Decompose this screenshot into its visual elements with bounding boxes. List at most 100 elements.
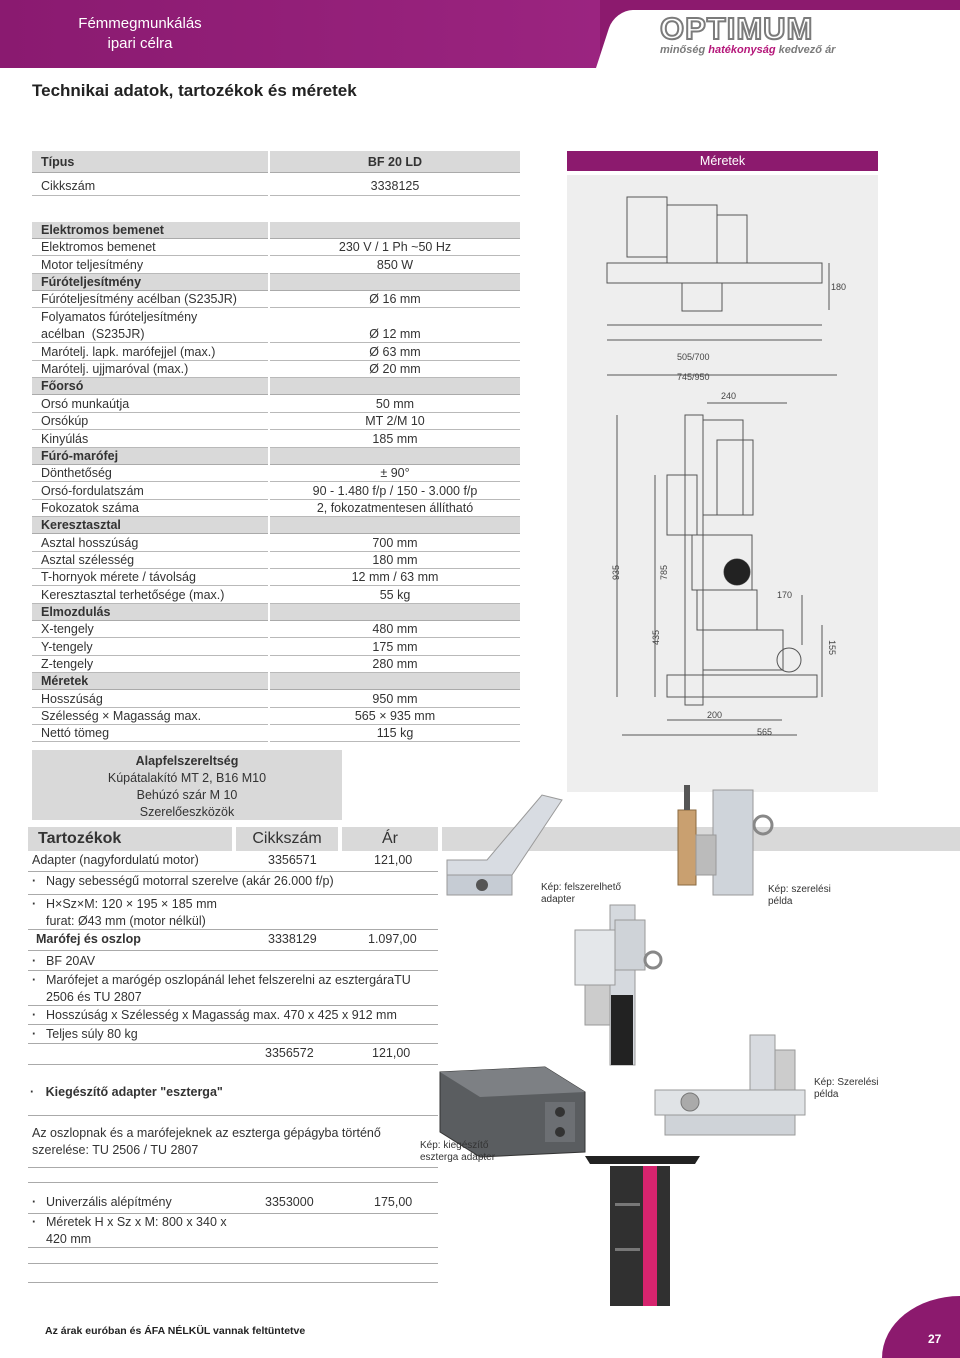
- lathe-price: 121,00: [372, 1046, 411, 1060]
- stand-price: 175,00: [374, 1195, 413, 1209]
- spec-row: Folyamatos fúróteljesítmény acélban (S23…: [32, 309, 520, 343]
- dim-240: 240: [721, 391, 736, 401]
- accessory-row-adapter: Adapter (nagyfordulatú motor) 3356571 12…: [28, 852, 438, 872]
- dim-745-950: 745/950: [677, 372, 710, 382]
- standard-equipment-title: Alapfelszereltség: [135, 754, 239, 768]
- dim-170: 170: [777, 590, 792, 600]
- accessory-row-lathe-price: 3356572 121,00: [28, 1045, 438, 1065]
- divider: [28, 1250, 438, 1264]
- dim-180: 180: [831, 282, 846, 292]
- lathe-example-image: [654, 1034, 806, 1136]
- spec-label: Folyamatos fúróteljesítmény acélban (S23…: [41, 309, 198, 341]
- page-title: Technikai adatok, tartozékok és méretek: [32, 81, 357, 100]
- accessories-col-price: Ár: [342, 827, 438, 851]
- spec-value: 700 mm: [268, 534, 520, 552]
- spec-section-header: Fúró-marófej: [32, 447, 520, 465]
- spec-label: X-tengely: [41, 622, 94, 637]
- spec-value: 115 kg: [268, 725, 520, 743]
- spec-label: Főorsó: [41, 379, 84, 394]
- spec-label: Hosszúság: [41, 691, 103, 706]
- spec-label: Fokozatok száma: [41, 500, 139, 515]
- spec-row: Fúróteljesítmény acélban (S235JR)Ø 16 mm: [32, 291, 520, 309]
- adapter-name: Adapter (nagyfordulatú motor): [32, 853, 199, 867]
- dimensions-title: Méretek: [567, 151, 878, 171]
- spec-section-header: Méretek: [32, 673, 520, 691]
- spec-article-label: Cikkszám: [41, 179, 96, 193]
- spec-label: Y-tengely: [41, 639, 93, 654]
- spec-label: Orsó munkaútja: [41, 396, 130, 411]
- logo-tagline: minőség hatékonyság kedvező ár: [660, 44, 836, 56]
- spec-value: 12 mm / 63 mm: [268, 569, 520, 587]
- adapter-article: 3356571: [268, 853, 317, 867]
- spec-label: Motor teljesítmény: [41, 257, 144, 272]
- head-column-bullet-2: Marófejet a marógép oszlopánál lehet fel…: [28, 972, 438, 1006]
- spec-value: Ø 12 mm: [268, 325, 520, 343]
- dim-435: 435: [651, 630, 661, 645]
- spec-value: MT 2/M 10: [268, 413, 520, 431]
- spec-label: Asztal szélesség: [41, 552, 135, 567]
- mill-head-column-image: [574, 904, 663, 1066]
- head-column-article: 3338129: [268, 932, 317, 946]
- logo-word: OPTIMUM: [659, 11, 814, 47]
- spec-value: 55 kg: [268, 586, 520, 604]
- stand-row: Univerzális alépítmény 3353000 175,00: [28, 1194, 438, 1214]
- spec-row: Szélesség × Magasság max.565 × 935 mm: [32, 708, 520, 726]
- stand-article: 3353000: [265, 1195, 314, 1209]
- spec-label: Orsókúp: [41, 414, 89, 429]
- spec-value: Ø 20 mm: [268, 361, 520, 379]
- spec-section-header: Elektromos bemenet: [32, 222, 520, 239]
- spec-label: Elmozdulás: [41, 605, 111, 619]
- top-table-outline: [606, 262, 823, 284]
- dim-785: 785: [659, 565, 669, 580]
- spec-value: 850 W: [268, 256, 520, 274]
- spec-value: [268, 447, 520, 465]
- spec-label: Dönthetőség: [41, 466, 112, 481]
- spec-label: Fúró-marófej: [41, 448, 119, 463]
- accessories-header: Tartozékok Cikkszám Ár: [28, 827, 438, 851]
- standard-item: Kúpátalakító MT 2, B16 M10: [107, 771, 267, 785]
- spec-value: [268, 378, 520, 396]
- spec-value: ± 90°: [268, 465, 520, 483]
- spec-label: Kinyúlás: [41, 431, 89, 446]
- dim-155: 155: [827, 640, 837, 655]
- spec-label: Orsó-fordulatszám: [41, 483, 144, 498]
- spec-label: Méretek: [41, 674, 89, 689]
- spec-row: Dönthetőség ± 90°: [32, 465, 520, 483]
- head-column-bullet-3: Hosszúság x Szélesség x Magasság max. 47…: [28, 1007, 438, 1025]
- dim-200: 200: [707, 710, 722, 720]
- spec-type-row: Típus BF 20 LD: [32, 151, 520, 173]
- spec-type-label: Típus: [41, 155, 75, 169]
- lathe-article: 3356572: [265, 1046, 314, 1060]
- spec-label: Fúróteljesítmény acélban (S235JR): [41, 292, 237, 307]
- divider: [28, 1267, 438, 1283]
- header-line-2: ipari célra: [107, 35, 173, 52]
- spec-value: 185 mm: [268, 430, 520, 448]
- spec-section-header: Elmozdulás: [32, 604, 520, 621]
- spec-row: Orsókúp MT 2/M 10: [32, 413, 520, 431]
- accessory-row-head-column: Marófej és oszlop 3338129 1.097,00: [28, 931, 438, 951]
- spec-section-header: Fúróteljesítmény: [32, 274, 520, 292]
- spec-section-header: Keresztasztal: [32, 517, 520, 535]
- lathe-adapter-image: [439, 1066, 586, 1158]
- spec-row: Hosszúság 950 mm: [32, 690, 520, 708]
- spec-value: 950 mm: [268, 690, 520, 708]
- spec-article-value: 3338125: [268, 176, 520, 196]
- spec-row: Keresztasztal terhetősége (max.)55 kg: [32, 586, 520, 604]
- machine-drawing: 180 505/700 745/950 240 935 785 170 435 …: [606, 196, 846, 737]
- spec-article-row: Cikkszám 3338125: [32, 176, 520, 196]
- spec-label: Marótelj. ujjmaróval (max.): [41, 362, 189, 377]
- spec-value: 565 × 935 mm: [268, 708, 520, 726]
- adapter-example-image: [677, 785, 774, 896]
- optimum-logo: OPTIMUM minőség hatékonyság kedvező ár: [659, 11, 836, 57]
